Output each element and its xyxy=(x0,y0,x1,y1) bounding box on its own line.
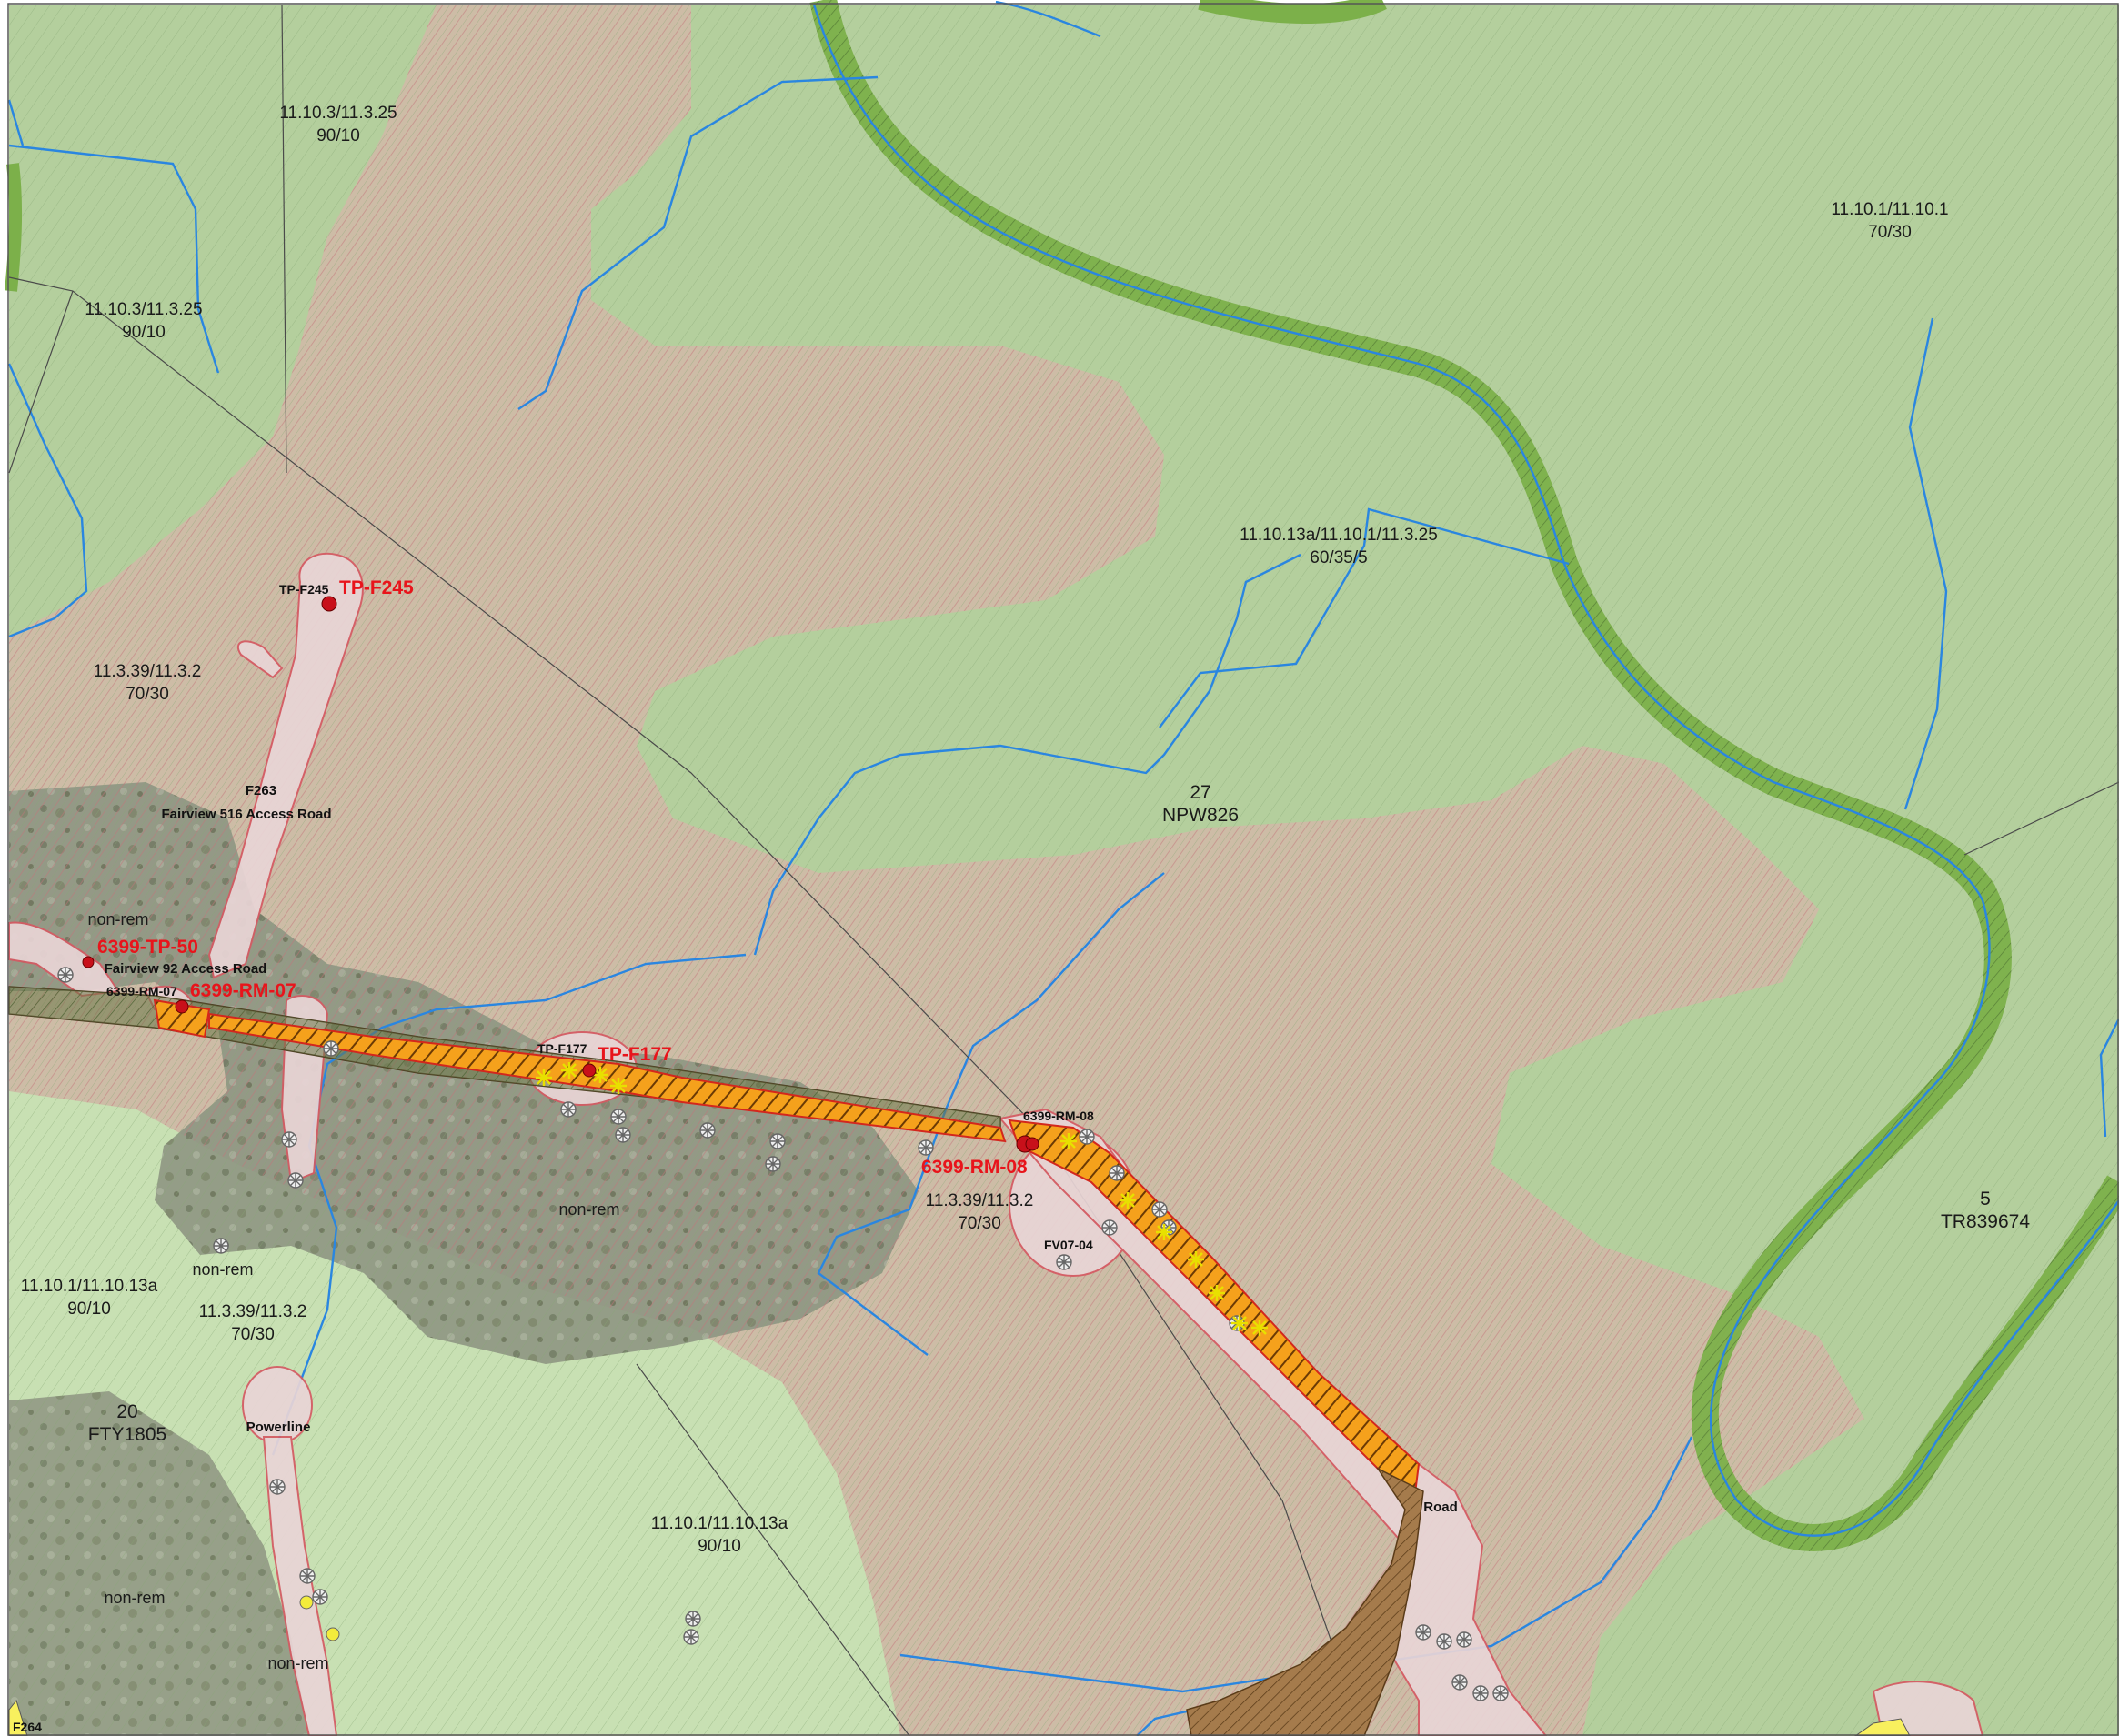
non-rem-label: non-rem xyxy=(558,1200,619,1219)
feature-id-6399-rm-07-small: 6399-RM-07 xyxy=(106,984,177,998)
rm-08-point-2 xyxy=(1025,1137,1039,1151)
road-label-road: Road xyxy=(1423,1500,1458,1515)
feature-id-fv07-04: FV07-04 xyxy=(1044,1238,1093,1252)
red-point-features xyxy=(82,596,1039,1153)
tp-f245-point xyxy=(321,596,337,612)
re-label: 11.10.1/11.10.1 xyxy=(1831,200,1948,219)
non-remnant-labels: non-rem non-rem non-rem non-rem non-rem xyxy=(87,910,619,1672)
road-labels: F263 Fairview 516 Access Road Fairview 9… xyxy=(105,783,1458,1515)
road-label-powerline: Powerline xyxy=(246,1420,311,1435)
re-ratio: 70/30 xyxy=(958,1214,1001,1233)
plan-number: FTY1805 xyxy=(88,1424,166,1445)
watercourses xyxy=(7,0,2119,1736)
re-label: 11.3.39/11.3.2 xyxy=(94,662,202,681)
feature-id-6399-rm-08: 6399-RM-08 xyxy=(921,1157,1028,1178)
road-label-fairview-92: Fairview 92 Access Road xyxy=(105,961,267,977)
lot-number: 27 xyxy=(1190,782,1210,803)
re-ratio: 70/30 xyxy=(231,1325,275,1344)
re-ratio: 90/10 xyxy=(698,1537,741,1556)
road-extension-area xyxy=(1186,1467,1424,1736)
re-ratio: 70/30 xyxy=(126,685,169,704)
re-label: 11.10.13a/11.10.1/11.3.25 xyxy=(1240,526,1438,545)
regional-ecosystem-labels: 11.10.3/11.3.25 90/10 11.10.3/11.3.25 90… xyxy=(21,104,1949,1556)
yellow-star-markers xyxy=(536,1062,1268,1336)
non-rem-label: non-rem xyxy=(87,910,148,928)
riparian-corridor-top xyxy=(1198,0,1387,24)
plan-number: TR839674 xyxy=(1941,1211,2030,1232)
re-ratio: 60/35/5 xyxy=(1310,548,1367,567)
re-ratio: 90/10 xyxy=(316,126,360,146)
feature-id-tp-f245-small: TP-F245 xyxy=(279,582,329,597)
lot-number: 5 xyxy=(1980,1189,1991,1209)
re-ratio: 90/10 xyxy=(122,323,166,342)
non-rem-label: non-rem xyxy=(104,1589,165,1607)
tp-f177-point xyxy=(582,1063,597,1078)
re-label: 11.10.3/11.3.25 xyxy=(85,300,202,319)
road-label-f263: F263 xyxy=(246,783,276,798)
feature-id-labels-black: TP-F245 6399-RM-07 TP-F177 6399-RM-08 FV… xyxy=(13,582,1094,1734)
yellow-lot-bottom-right xyxy=(1854,1718,1911,1736)
map-frame xyxy=(7,3,2119,1736)
re-ratio: 90/10 xyxy=(67,1299,111,1319)
re-label: 11.10.3/11.3.25 xyxy=(279,104,397,123)
rm-07-point xyxy=(175,999,189,1014)
yellow-lot-bottom-left xyxy=(8,1699,28,1736)
feature-id-f264: F264 xyxy=(13,1720,42,1734)
lot-plan-labels: 27 NPW826 5 TR839674 20 FTY1805 xyxy=(88,782,2031,1445)
lot-number: 20 xyxy=(116,1401,137,1422)
feature-id-tp-f245: TP-F245 xyxy=(339,577,414,598)
re-label: 11.10.1/11.10.13a xyxy=(651,1514,788,1533)
tree-symbols xyxy=(57,967,1509,1701)
re-label: 11.10.1/11.10.13a xyxy=(21,1277,158,1296)
yellow-point-features xyxy=(299,1595,340,1641)
plan-number: NPW826 xyxy=(1162,805,1239,826)
non-rem-label: non-rem xyxy=(267,1654,328,1672)
cadastral-boundaries xyxy=(8,4,2119,1736)
non-rem-label: non-rem xyxy=(192,1260,253,1279)
re-ratio: 70/30 xyxy=(1868,223,1912,242)
feature-id-6399-rm-07: 6399-RM-07 xyxy=(190,980,296,1001)
disturbance-footprint xyxy=(153,998,1421,1502)
feature-id-6399-tp-50: 6399-TP-50 xyxy=(97,937,198,958)
road-label-fairview-516: Fairview 516 Access Road xyxy=(161,807,331,822)
tp-50-point xyxy=(82,956,95,968)
re-label: 11.3.39/11.3.2 xyxy=(199,1302,307,1321)
re-label: 11.3.39/11.3.2 xyxy=(926,1191,1034,1210)
feature-id-tp-f177: TP-F177 xyxy=(598,1044,672,1065)
feature-id-tp-f177-small: TP-F177 xyxy=(537,1041,587,1056)
hatch-overlay-red xyxy=(9,5,1864,1736)
riparian-corridor-left xyxy=(5,163,23,292)
feature-id-6399-rm-08-small: 6399-RM-08 xyxy=(1023,1109,1094,1123)
feature-id-labels-red: TP-F245 6399-TP-50 6399-RM-07 TP-F177 63… xyxy=(97,577,1028,1178)
